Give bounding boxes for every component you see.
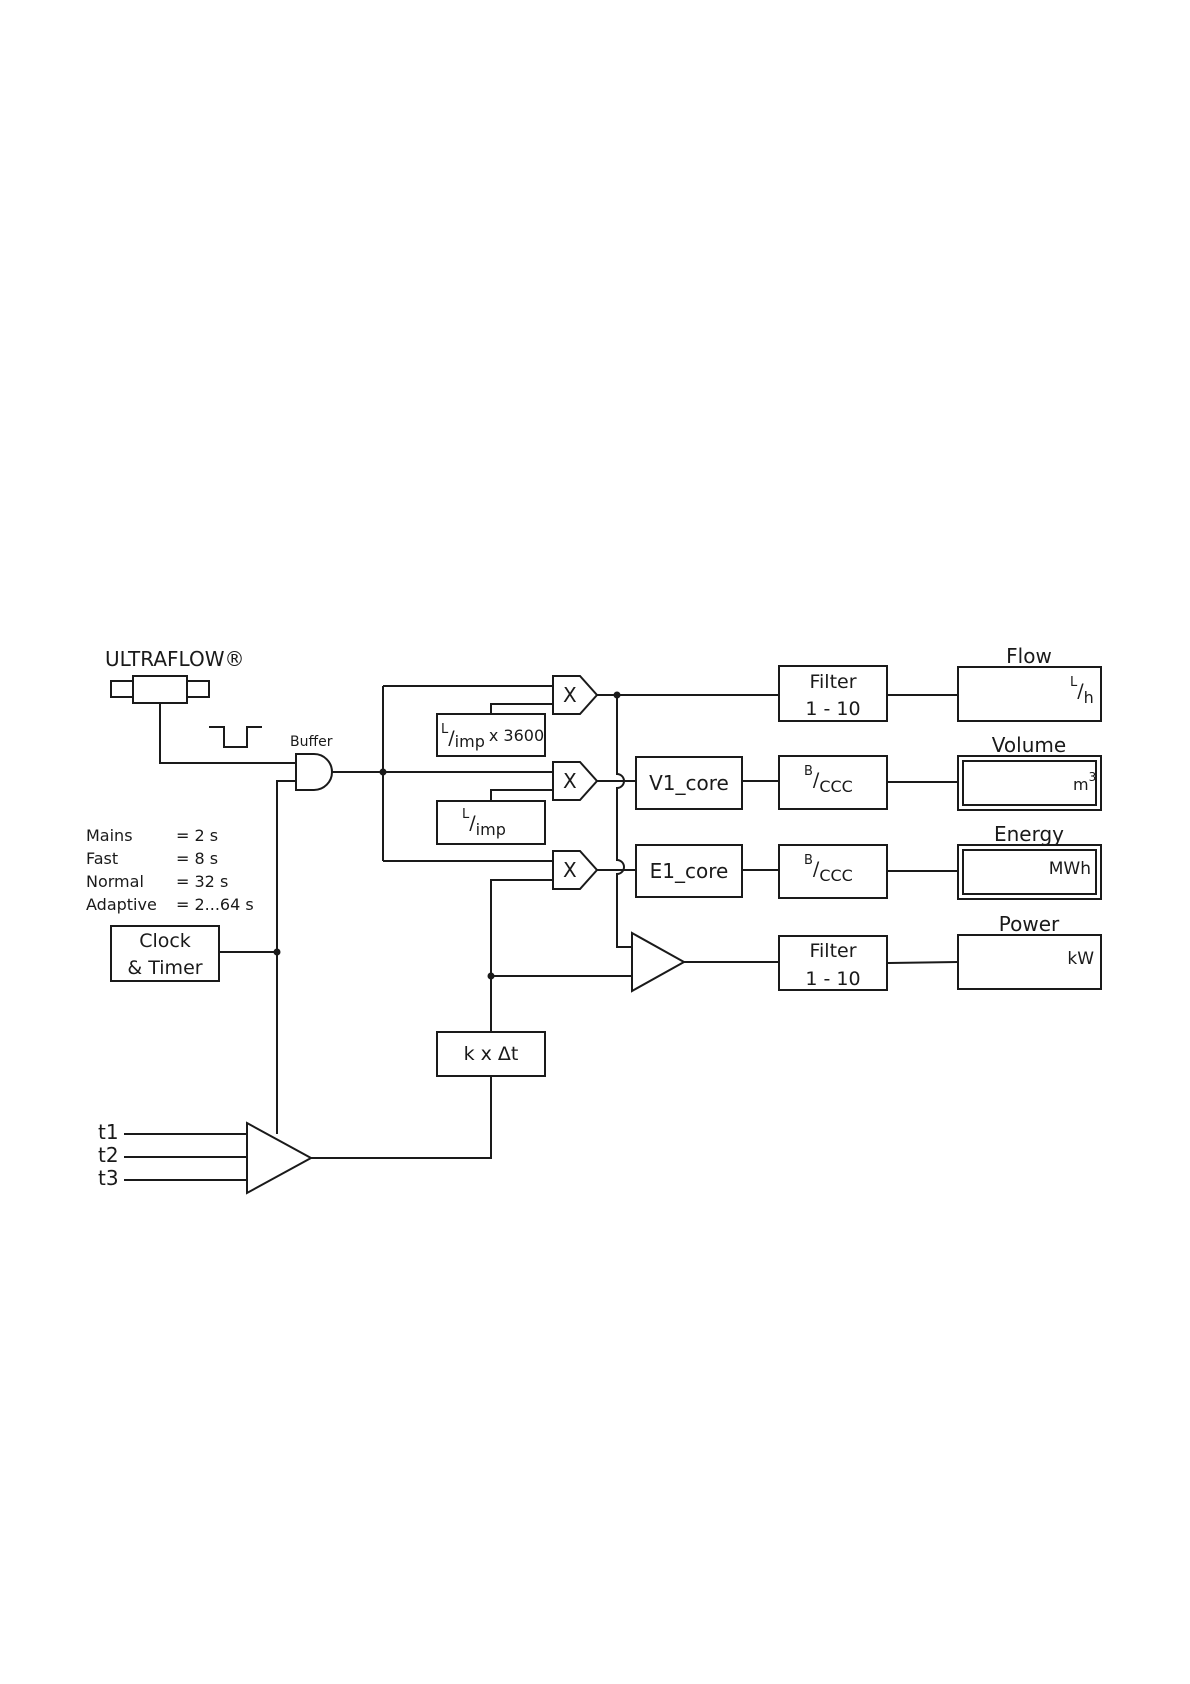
- multiplier-1-label: X: [563, 683, 577, 707]
- input-t3-label: t3: [98, 1166, 119, 1190]
- ccc-energy: B/CCC: [779, 845, 887, 898]
- k-delta-t-label: k x Δt: [464, 1043, 519, 1065]
- output-volume: Volume m3: [958, 733, 1101, 810]
- timing-value-3: = 2...64 s: [176, 895, 254, 914]
- sensor-flange-left: [111, 681, 133, 697]
- v1-core-label: V1_core: [649, 771, 729, 795]
- volume-title: Volume: [992, 733, 1066, 757]
- constant-1-suffix: x 3600: [489, 726, 544, 745]
- multiplier-2: X: [553, 762, 597, 800]
- constant-litre-per-imp: L/imp: [437, 801, 545, 844]
- timing-mode-3: Adaptive: [86, 895, 157, 914]
- pulse-signal-icon: [209, 727, 262, 747]
- ccc-volume: B/CCC: [779, 756, 887, 809]
- filter-flow-line2: 1 - 10: [805, 698, 860, 720]
- energy-unit: MWh: [1049, 859, 1091, 879]
- ccc-energy-num: B: [804, 853, 813, 868]
- junction-clock: [274, 949, 281, 956]
- clock-line2: & Timer: [127, 957, 202, 979]
- flow-unit-den: h: [1084, 688, 1094, 707]
- ccc-volume-den: CCC: [819, 777, 853, 796]
- output-flow: Flow L/h: [958, 644, 1101, 721]
- e1-core: E1_core: [636, 845, 742, 897]
- multiplier-3: X: [553, 851, 597, 889]
- ccc-energy-den: CCC: [819, 866, 853, 885]
- volume-unit-sup: 3: [1089, 770, 1097, 784]
- wire-tamp-to-kdt: [311, 1076, 491, 1158]
- filter-flow-line1: Filter: [809, 671, 856, 693]
- e1-core-label: E1_core: [650, 859, 729, 883]
- volume-unit-base: m: [1073, 775, 1089, 794]
- buffer-label: Buffer: [290, 734, 333, 750]
- wire-flow-bus: [617, 695, 632, 947]
- power-unit: kW: [1067, 949, 1094, 969]
- wire-sensor-to-buffer: [160, 703, 296, 763]
- timing-value-2: = 32 s: [176, 872, 228, 891]
- constant-2-den: imp: [476, 820, 506, 839]
- ultraflow-sensor: ULTRAFLOW®: [105, 647, 244, 703]
- timing-mode-1: Fast: [86, 849, 118, 868]
- constant-1-den: imp: [455, 732, 485, 751]
- clock-line1: Clock: [139, 930, 191, 952]
- timing-value-0: = 2 s: [176, 826, 218, 845]
- filter-power-line1: Filter: [809, 940, 856, 962]
- k-delta-t-block: k x Δt: [437, 1032, 545, 1076]
- filter-flow: Filter 1 - 10: [779, 666, 887, 721]
- flow-title: Flow: [1006, 644, 1052, 668]
- multiplier-1: X: [553, 676, 597, 714]
- sensor-flange-right: [187, 681, 209, 697]
- wire-const2-to-mult2: [491, 790, 553, 801]
- energy-title: Energy: [994, 822, 1064, 846]
- sensor-body: [133, 676, 187, 703]
- wire-dt-to-mult3: [491, 880, 553, 1032]
- clock-timer-block: Clock & Timer: [111, 926, 219, 981]
- multiplier-3-label: X: [563, 858, 577, 882]
- timing-mode-0: Mains: [86, 826, 133, 845]
- timing-mode-2: Normal: [86, 872, 144, 891]
- input-t2-label: t2: [98, 1143, 119, 1167]
- multiplier-2-label: X: [563, 769, 577, 793]
- wire-timer-bus: [277, 781, 296, 1134]
- temperature-inputs: t1 t2 t3: [98, 1120, 247, 1190]
- filter-power: Filter 1 - 10: [779, 936, 887, 990]
- timing-table: Mains = 2 s Fast = 8 s Normal = 32 s Ada…: [86, 826, 254, 914]
- input-t1-label: t1: [98, 1120, 119, 1144]
- power-amplifier-icon: [632, 933, 684, 991]
- filter-power-line2: 1 - 10: [805, 968, 860, 990]
- output-energy: Energy MWh: [958, 822, 1101, 899]
- output-power: Power kW: [958, 912, 1101, 989]
- wire-filter-to-power: [887, 962, 958, 963]
- timing-value-1: = 8 s: [176, 849, 218, 868]
- ccc-volume-num: B: [804, 764, 813, 779]
- v1-core: V1_core: [636, 757, 742, 809]
- power-title: Power: [999, 912, 1060, 936]
- temperature-amplifier-icon: [247, 1123, 311, 1193]
- ultraflow-label: ULTRAFLOW®: [105, 647, 244, 671]
- wire-const1-to-mult1: [491, 704, 553, 714]
- buffer-gate-icon: [296, 754, 332, 790]
